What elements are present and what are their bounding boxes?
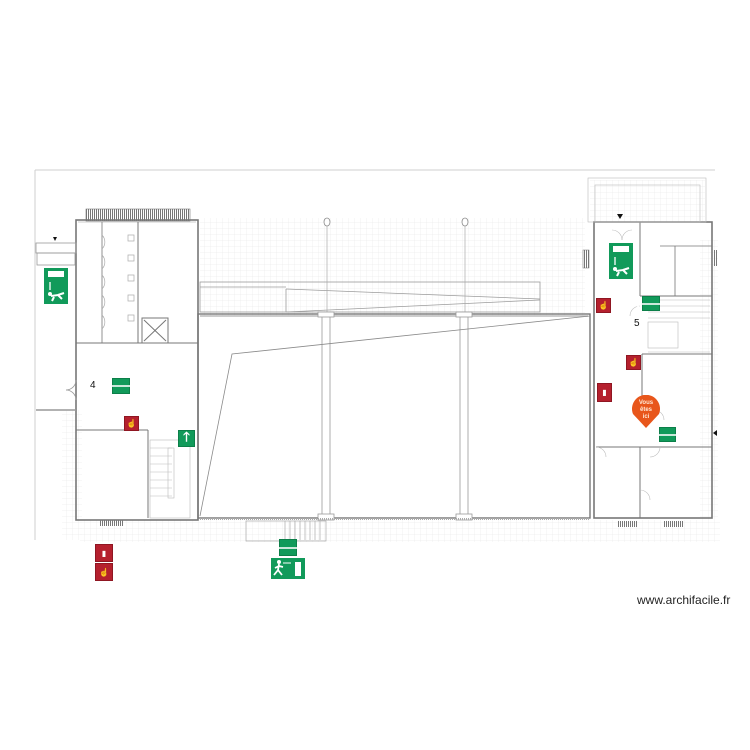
ne-terrace — [590, 180, 705, 222]
fire-alarm-icon: ☝ — [598, 301, 609, 310]
fire-extinguisher-sign-east: ▮ — [597, 383, 612, 402]
fire-alarm-call-point-sign-east: ☝ — [626, 355, 641, 370]
location-pin-icon — [632, 394, 660, 428]
east-terrace — [700, 240, 718, 520]
arrow-right-icon: 🡒 — [650, 426, 685, 442]
arrow-left-icon: 🡐 — [103, 378, 139, 393]
fire-extinguisher-sign-south: ▮ — [95, 544, 113, 562]
arrow-up-icon: 🡑 — [183, 428, 190, 444]
south-terrace — [80, 520, 720, 542]
west-wing-walls — [75, 219, 199, 521]
room-5-label: 5 — [634, 318, 640, 329]
running-man-icon — [613, 257, 630, 277]
sw-terrace — [62, 410, 82, 540]
fire-alarm-call-point-sign-west: ☝ — [124, 416, 139, 431]
emergency-exit-sign-west — [44, 268, 68, 304]
site-outline — [34, 169, 715, 540]
north-terrace — [200, 218, 585, 316]
exit-arrow-right-sign-east: 🡒 — [650, 427, 685, 442]
exit-arrow-left-sign-room4: 🡐 — [104, 378, 138, 394]
fire-alarm-icon: ☝ — [126, 419, 137, 428]
watermark: www.archifacile.fr — [637, 593, 731, 607]
fire-extinguisher-icon: ▮ — [101, 548, 107, 558]
emergency-exit-sign-east — [609, 243, 633, 279]
fire-alarm-icon: ☝ — [99, 567, 109, 577]
you-are-here-marker: Vous êtes ici — [629, 394, 663, 429]
arrow-left-icon: 🡐 — [633, 295, 669, 311]
exit-arrow-up-sign: 🡑 — [178, 428, 195, 447]
fire-extinguisher-icon: ▮ — [602, 388, 607, 397]
fire-alarm-call-point-sign-room5: ☝ — [596, 298, 611, 313]
door-icon — [48, 271, 64, 277]
exit-arrow-left-sign-room5: 🡐 — [634, 296, 668, 311]
running-man-to-door-icon — [273, 560, 301, 576]
door-icon — [613, 246, 629, 252]
exit-arrow-right-sign-south: 🡒 — [271, 539, 305, 556]
room-4-label: 4 — [90, 380, 96, 391]
arrow-right-icon: 🡒 — [270, 539, 306, 555]
main-hall-walls — [197, 313, 591, 519]
fire-alarm-icon: ☝ — [628, 358, 639, 367]
you-are-here-label: Vous êtes ici — [638, 400, 654, 420]
fire-alarm-call-point-sign-south: ☝ — [95, 563, 113, 581]
emergency-exit-door-sign-south — [271, 558, 305, 579]
running-man-icon — [48, 282, 65, 302]
